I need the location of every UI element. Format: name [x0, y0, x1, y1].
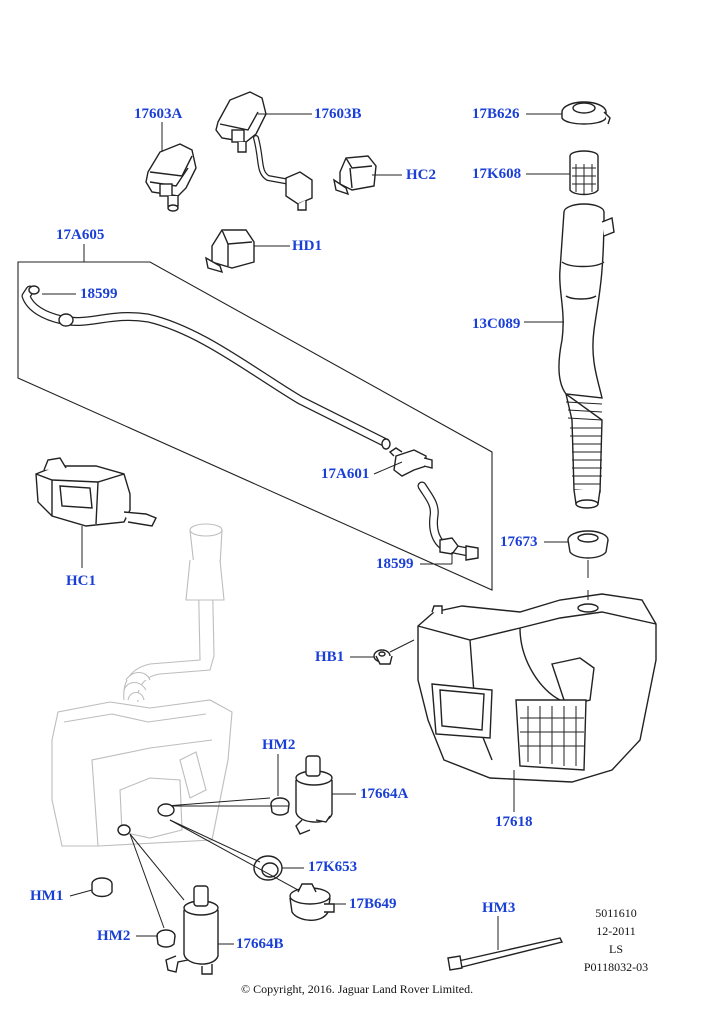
label-HB1: HB1	[315, 649, 345, 665]
filler-neck-13C089	[558, 203, 615, 509]
grommet-HM2-upper	[270, 797, 290, 816]
grommet-HM2-lower	[156, 929, 176, 948]
label-17664A: 17664A	[360, 786, 409, 802]
label-17673: 17673	[500, 534, 538, 550]
cap-HM1	[91, 877, 113, 898]
label-17603A: 17603A	[134, 106, 183, 122]
drawing-ls: LS	[608, 942, 623, 956]
label-17A605: 17A605	[56, 227, 105, 243]
hose-18599-lower	[417, 481, 479, 561]
reservoir-17618	[417, 593, 657, 783]
washer-jet-17603A	[145, 143, 197, 212]
copyright-notice: © Copyright, 2016. Jaguar Land Rover Lim…	[241, 982, 474, 996]
cable-tie-HM3	[447, 937, 564, 971]
label-13C089: 13C089	[472, 316, 521, 332]
label-17664B: 17664B	[236, 936, 284, 952]
bolt-HB1	[373, 649, 393, 665]
label-17603B: 17603B	[314, 106, 362, 122]
label-HD1: HD1	[292, 238, 322, 254]
grommet-17673	[567, 530, 609, 559]
label-HC1: HC1	[66, 573, 96, 589]
ghost-reservoir-assembly	[51, 523, 233, 847]
label-17A601: 17A601	[321, 466, 370, 482]
label-HM3: HM3	[482, 900, 516, 916]
label-17K653: 17K653	[308, 859, 358, 875]
drawing-reference: P0118032-03	[583, 960, 649, 974]
washer-pump-17664B	[165, 885, 219, 975]
label-HM2-lower: HM2	[97, 928, 131, 944]
drawing-code: 5011610	[595, 906, 637, 920]
label-HM2-upper: HM2	[262, 737, 296, 753]
drawing-date: 12-2011	[596, 924, 636, 938]
washer-jet-17603B	[215, 91, 313, 211]
leader-lines	[42, 113, 589, 950]
label-18599-lower: 18599	[376, 556, 414, 572]
bracket-HC1	[35, 457, 157, 527]
kit-outline-17A605	[17, 261, 493, 591]
filler-cap-17B626	[561, 101, 611, 125]
label-17B626: 17B626	[472, 106, 520, 122]
washer-pump-17B649	[289, 883, 335, 921]
label-18599-upper: 18599	[80, 286, 118, 302]
washer-pump-17664A	[295, 755, 333, 835]
clip-HC2	[332, 155, 377, 196]
label-17618: 17618	[495, 814, 533, 830]
clip-HD1	[205, 229, 255, 274]
label-HM1: HM1	[30, 888, 64, 904]
connector-17A601	[388, 447, 433, 477]
label-17B649: 17B649	[349, 896, 397, 912]
label-17K608: 17K608	[472, 166, 522, 182]
filter-17K608	[569, 150, 599, 196]
label-HC2: HC2	[406, 167, 436, 183]
washer-hose-17A605	[21, 285, 391, 450]
